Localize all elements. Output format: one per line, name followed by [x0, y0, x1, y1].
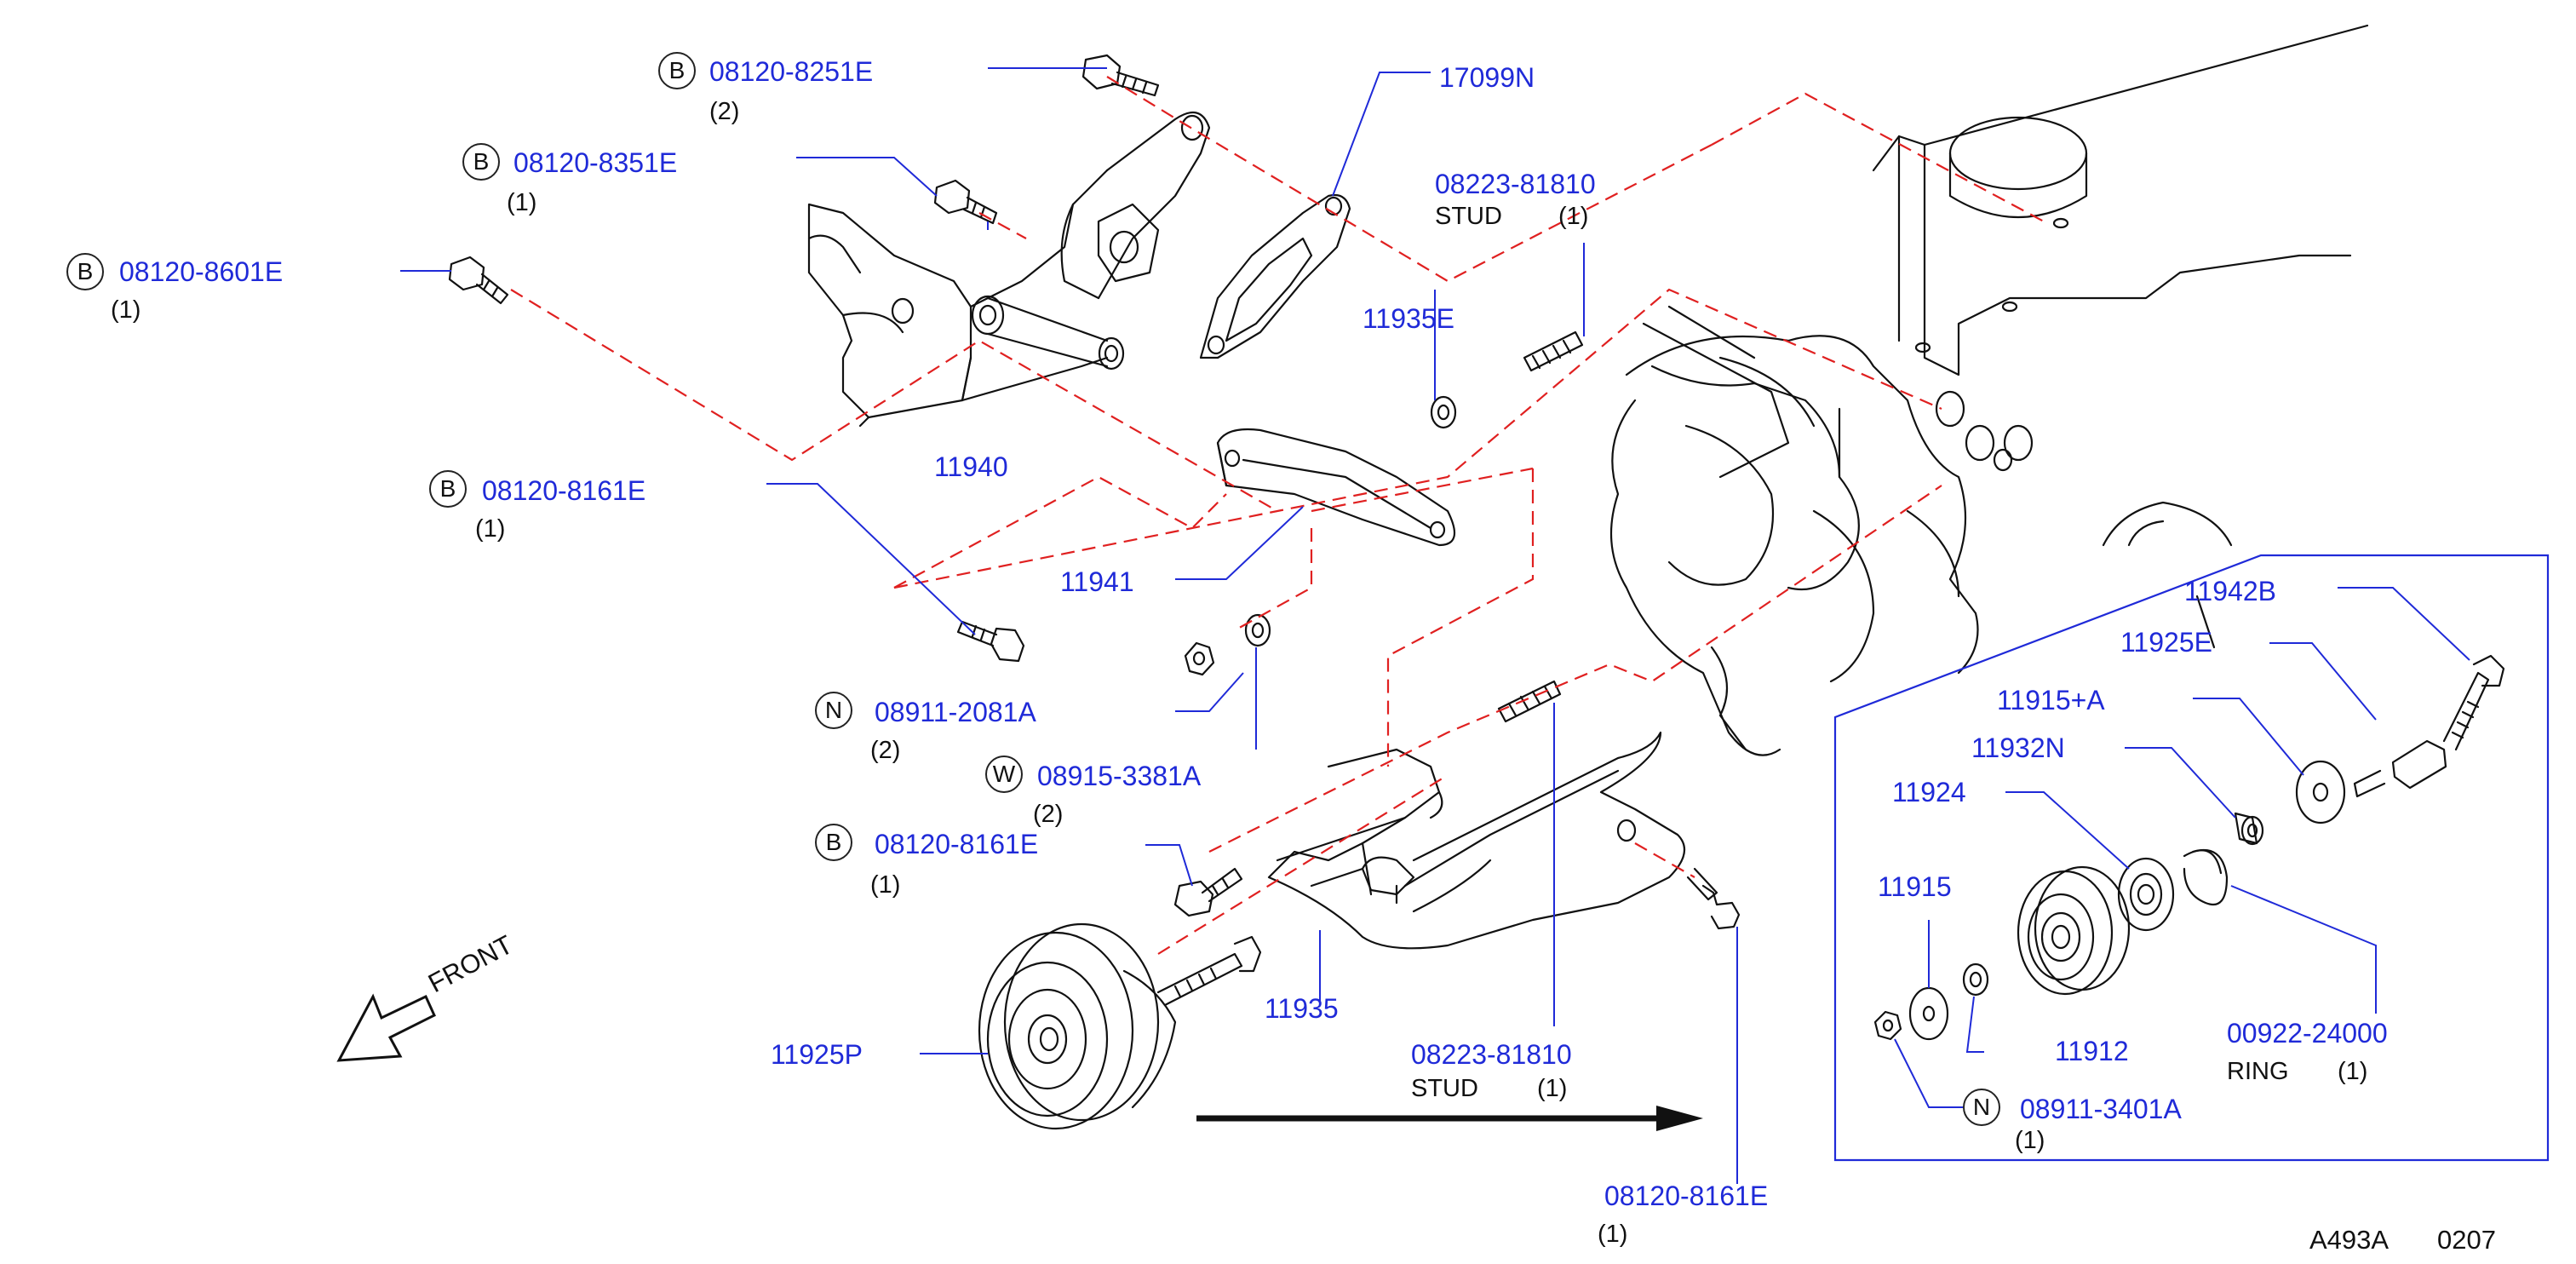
detail-inset-box	[1833, 554, 2550, 1162]
bolt-08120-8351E	[933, 179, 998, 225]
ring-part: 00922-24000	[2227, 1018, 2388, 1049]
part-number-label: 08120-8251E	[709, 56, 874, 87]
part-label-11942B: 11942B	[2184, 576, 2276, 606]
quantity-label: (1)	[475, 515, 506, 543]
part-label-11932N: 11932N	[1971, 733, 2065, 763]
symbol-circle: B	[658, 52, 696, 89]
stud-bottom	[1497, 680, 1562, 723]
stud-top-qty: (1)	[1558, 203, 1589, 230]
symbol-circle: B	[815, 824, 852, 861]
bolt-08120-8161E-lower	[1686, 867, 1741, 930]
front-arrow-icon	[336, 993, 436, 1062]
ring-name: RING	[2227, 1058, 2289, 1085]
direction-arrow	[1196, 1106, 1703, 1131]
quantity-label: (2)	[709, 98, 740, 125]
stud-top	[1523, 330, 1584, 372]
stud-top-part: 08223-81810	[1435, 169, 1596, 199]
symbol-circle: W	[985, 756, 1023, 793]
assembly-lines	[510, 76, 2045, 955]
spacer-11915A	[2234, 812, 2264, 846]
bolt-08120-8251E	[1081, 54, 1160, 97]
part-number-label: 08120-8351E	[513, 147, 678, 178]
quantity-label: (1)	[2015, 1127, 2045, 1154]
ring-00922-24000	[2183, 848, 2229, 905]
part-label-08120-8161E: 08120-8161E	[1604, 1181, 1769, 1211]
part-label-11940: 11940	[934, 451, 1008, 482]
part-label-11915A: 11915+A	[1997, 685, 2105, 715]
engine-block-outline	[1609, 24, 2369, 756]
nut-08911-3401A	[1873, 1010, 1902, 1041]
part-label-11935: 11935	[1265, 993, 1339, 1024]
symbol-circle: N	[815, 692, 852, 729]
washer-11915	[1908, 986, 1949, 1041]
part-number-label: 08120-8601E	[119, 256, 284, 287]
part-number-label: 08120-8161E	[875, 829, 1039, 859]
part-label-11935E: 11935E	[1363, 303, 1454, 334]
drawing-revision: 0207	[2437, 1225, 2496, 1255]
bolt-08120-8161E-upper	[956, 620, 1025, 663]
part-number-label: 08915-3381A	[1037, 761, 1202, 791]
part-label-11915: 11915	[1878, 871, 1952, 902]
quantity-label: (1)	[870, 871, 901, 899]
part-number-label: 08911-2081A	[875, 697, 1036, 727]
quantity-label: (2)	[1033, 801, 1064, 828]
ring-qty: (1)	[2338, 1058, 2368, 1085]
bolt-08120-8161E-mid	[1173, 867, 1243, 917]
stud-bottom-name: STUD	[1411, 1075, 1478, 1102]
symbol-circle: N	[1963, 1089, 2000, 1126]
part-label-11925P: 11925P	[771, 1039, 863, 1070]
part-label-11924: 11924	[1892, 777, 1966, 807]
stud-bottom-part: 08223-81810	[1411, 1039, 1572, 1070]
part-label-11941: 11941	[1060, 566, 1134, 597]
symbol-circle: B	[66, 253, 104, 290]
washer-08915	[1244, 613, 1271, 647]
idler-pulley-11924	[2017, 865, 2131, 996]
symbol-circle: B	[429, 470, 467, 508]
quantity-label: (2)	[870, 737, 901, 764]
spacer-11912	[1962, 962, 1989, 997]
part-label-11912: 11912	[2055, 1036, 2129, 1066]
quantity-label: (1)	[1598, 1221, 1628, 1248]
pulley-11925P	[978, 922, 1262, 1130]
gasket-17099N	[1199, 193, 1351, 359]
quantity-label: (1)	[111, 296, 141, 324]
washer-11925E	[2295, 760, 2346, 824]
leader-lines	[400, 67, 2470, 1184]
stud-top-name: STUD	[1435, 203, 1502, 230]
bracket-11935	[1267, 731, 1686, 950]
bracket-11941	[1216, 428, 1456, 547]
part-label-11925E: 11925E	[2120, 627, 2212, 658]
part-number-label: 08911-3401A	[2020, 1094, 2182, 1124]
quantity-label: (1)	[507, 189, 537, 216]
bracket-11940	[807, 111, 1211, 428]
nut-08911-2081A	[1184, 641, 1215, 676]
bolt-11942B	[2353, 654, 2505, 798]
drawing-code: A493A	[2309, 1225, 2390, 1255]
symbol-circle: B	[462, 143, 500, 181]
bolt-08120-8601E	[448, 256, 509, 305]
part-number-label: 08120-8161E	[482, 475, 646, 506]
stud-bottom-qty: (1)	[1537, 1075, 1568, 1102]
bearing-11932N	[2117, 857, 2175, 932]
washer-11935E	[1430, 395, 1457, 429]
part-label-17099N: 17099N	[1439, 62, 1535, 93]
